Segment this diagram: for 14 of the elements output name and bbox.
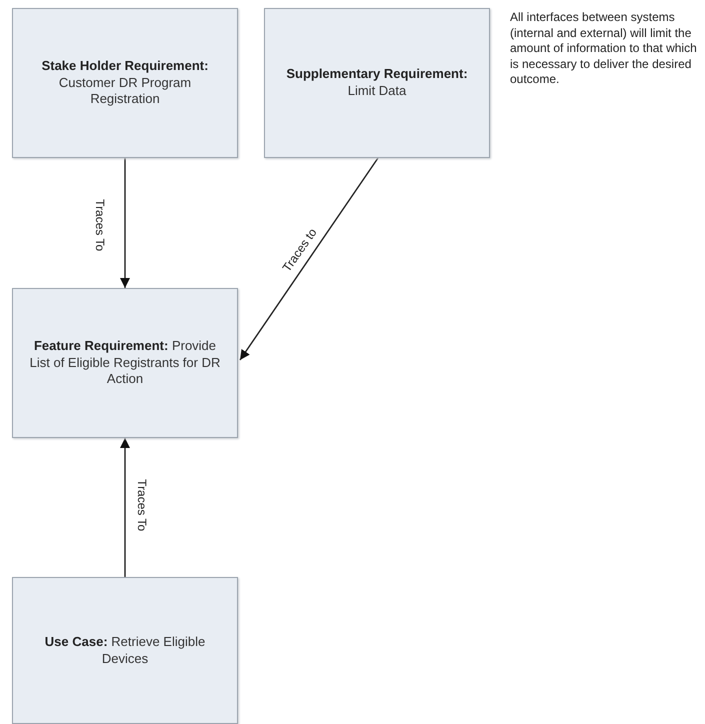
edge-label: Traces To: [92, 197, 108, 254]
requirement-box: [12, 8, 238, 158]
box-text: Stake Holder Requirement: Customer DR Program Registration: [40, 58, 210, 108]
box-text: Feature Requirement: Provide List of Eligible Registrants for DR Action: [28, 338, 222, 388]
arrow: [120, 158, 130, 288]
arrow: [239, 158, 379, 360]
box-text: Use Case: Retrieve Eligible Devices: [44, 634, 206, 668]
requirement-box: [12, 577, 238, 724]
box-text: Supplementary Requirement: Limit Data: [285, 66, 469, 100]
arrow: [120, 438, 130, 577]
requirement-box: [264, 8, 490, 158]
requirement-box: [12, 288, 238, 438]
edge-label: Traces To: [134, 477, 150, 534]
note-text: All interfaces between systems (internal and external) will limit the amount of information to that which is necessary to deliver the desired outcome.: [510, 10, 698, 88]
